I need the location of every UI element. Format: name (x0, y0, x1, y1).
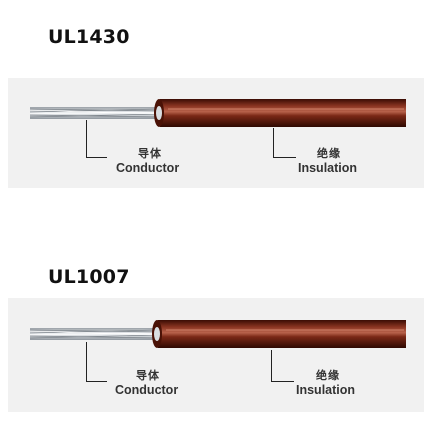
wire-illustration-ul1430 (29, 99, 406, 127)
insulation-jacket (154, 99, 406, 127)
conductor-pointer (86, 120, 107, 158)
insulation-label-en: Insulation (298, 161, 358, 175)
conductor-label-cn: 导体 (136, 369, 160, 382)
insulation-label-en: Insulation (296, 383, 356, 397)
insulation-jacket (152, 320, 406, 348)
wire-panel-ul1007: 导体 Conductor 绝缘 Insulation (8, 298, 424, 412)
conductor-strands (29, 107, 161, 119)
diagram-title-ul1007: UL1007 (48, 266, 130, 288)
diagram-title-ul1430: UL1430 (48, 26, 130, 48)
conductor-pointer (86, 342, 107, 382)
insulation-label-cn: 绝缘 (316, 369, 340, 382)
conductor-label-en: Conductor (116, 161, 180, 175)
insulation-label-cn: 绝缘 (317, 147, 341, 160)
wire-panel-ul1430: 导体 Conductor 绝缘 Insulation (8, 78, 424, 188)
insulation-pointer (273, 128, 296, 158)
conductor-label-cn: 导体 (138, 147, 162, 160)
conductor-label-en: Conductor (115, 383, 179, 397)
wire-illustration-ul1007 (29, 320, 406, 348)
insulation-pointer (271, 350, 294, 382)
conductor-strands (29, 328, 159, 340)
